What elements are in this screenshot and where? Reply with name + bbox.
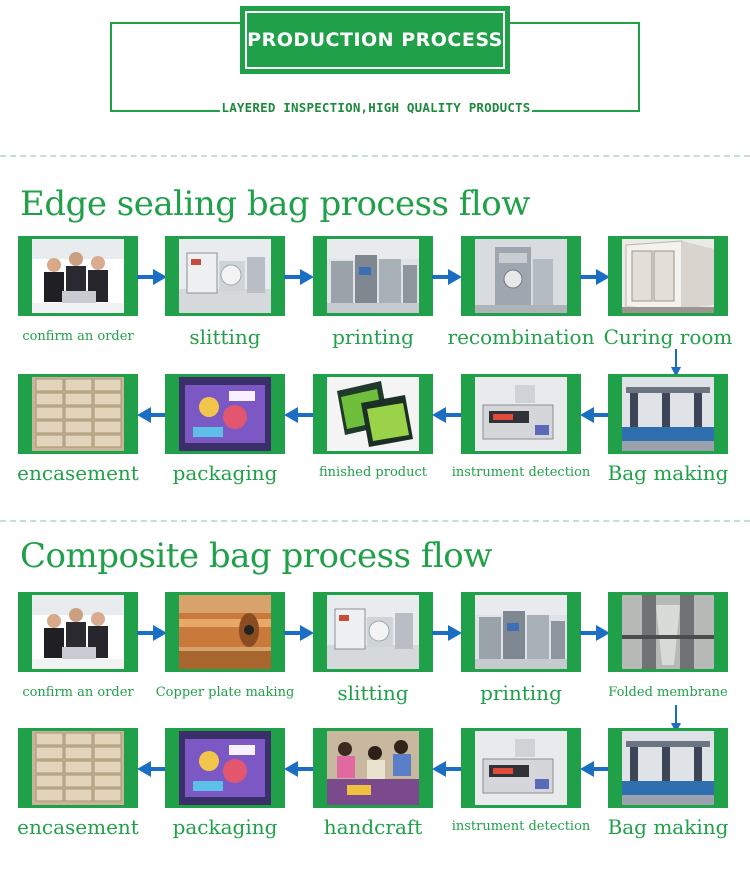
testing-instrument-photo bbox=[475, 377, 567, 451]
testing-instrument-photo bbox=[475, 731, 567, 805]
flow-arrow-left-icon bbox=[432, 407, 462, 423]
laminating-machine-photo bbox=[475, 239, 567, 313]
process-step-image-bag-making-machine-photo bbox=[608, 728, 728, 808]
process-step-image-curing-room-photo bbox=[608, 236, 728, 316]
process-step-label: Folded membrane bbox=[608, 685, 728, 700]
copper-cylinder-photo bbox=[179, 595, 271, 669]
process-step-label: printing bbox=[480, 681, 562, 705]
office-team-photo bbox=[32, 239, 124, 313]
process-step-label: packaging bbox=[172, 461, 278, 485]
flow-arrow-left-icon bbox=[136, 407, 167, 423]
flow-arrow-right-icon bbox=[432, 269, 462, 285]
process-step-image-packaged-bags-photo bbox=[165, 728, 285, 808]
process-step-label: finished product bbox=[319, 465, 427, 480]
flow-arrow-left-icon bbox=[432, 761, 462, 777]
page-title: PRODUCTION PROCESS bbox=[247, 29, 503, 51]
process-step-label: handcraft bbox=[323, 815, 423, 839]
process-step-label: Bag making bbox=[607, 461, 729, 485]
process-step-label: encasement bbox=[17, 461, 139, 485]
packaged-bags-photo bbox=[179, 377, 271, 451]
flow-arrow-right-icon bbox=[432, 625, 462, 641]
curing-room-photo bbox=[622, 239, 714, 313]
slitting-machine-photo bbox=[327, 595, 419, 669]
process-step-image-slitting-machine-photo bbox=[165, 236, 285, 316]
process-step-label: recombination bbox=[447, 325, 595, 349]
process-step-label: encasement bbox=[17, 815, 139, 839]
process-step-label: packaging bbox=[172, 815, 278, 839]
process-step-image-folding-machine-photo bbox=[608, 592, 728, 672]
page-subtitle: LAYERED INSPECTION,HIGH QUALITY PRODUCTS bbox=[220, 100, 532, 115]
process-step-label: Bag making bbox=[607, 815, 729, 839]
stacked-cartons-photo bbox=[32, 731, 124, 805]
process-step-label: instrument detection bbox=[451, 819, 591, 834]
process-step-image-office-team-photo bbox=[18, 236, 138, 316]
flow-arrow-left-icon bbox=[284, 761, 314, 777]
stacked-cartons-photo bbox=[32, 377, 124, 451]
flow-arrow-right-icon bbox=[284, 269, 314, 285]
flow-arrow-right-icon bbox=[136, 269, 167, 285]
process-step-label: printing bbox=[332, 325, 414, 349]
flow-arrow-left-icon bbox=[579, 407, 610, 423]
flow-arrow-right-icon bbox=[136, 625, 167, 641]
workers-handcraft-photo bbox=[327, 731, 419, 805]
process-step-image-testing-instrument-photo bbox=[461, 374, 581, 454]
office-team-photo bbox=[32, 595, 124, 669]
process-step-image-slitting-machine-photo bbox=[313, 592, 433, 672]
flow-arrow-down-icon bbox=[671, 349, 681, 377]
process-step-image-office-team-photo bbox=[18, 592, 138, 672]
process-step-image-packaged-bags-photo bbox=[165, 374, 285, 454]
process-step-image-stacked-cartons-photo bbox=[18, 374, 138, 454]
printing-machine-photo bbox=[475, 595, 567, 669]
header-title-box: PRODUCTION PROCESS bbox=[240, 6, 510, 74]
section-title-composite: Composite bag process flow bbox=[20, 536, 492, 576]
packaged-bags-photo bbox=[179, 731, 271, 805]
flow-arrow-left-icon bbox=[284, 407, 314, 423]
flow-arrow-right-icon bbox=[579, 625, 610, 641]
flow-arrow-left-icon bbox=[136, 761, 167, 777]
process-step-image-workers-handcraft-photo bbox=[313, 728, 433, 808]
header-frame-line-right bbox=[510, 22, 640, 24]
process-step-label: confirm an order bbox=[22, 685, 134, 700]
process-step-image-finished-bags-photo bbox=[313, 374, 433, 454]
header-frame-line-left bbox=[110, 22, 240, 24]
process-step-image-copper-cylinder-photo bbox=[165, 592, 285, 672]
process-step-label: Curing room bbox=[603, 325, 733, 349]
section-divider-1 bbox=[0, 155, 750, 157]
bag-making-machine-photo bbox=[622, 731, 714, 805]
flow-arrow-left-icon bbox=[579, 761, 610, 777]
flow-arrow-right-icon bbox=[284, 625, 314, 641]
section-divider-2 bbox=[0, 520, 750, 522]
process-step-image-printing-machine-photo bbox=[461, 592, 581, 672]
finished-bags-photo bbox=[327, 377, 419, 451]
process-step-label: confirm an order bbox=[22, 329, 134, 344]
process-step-image-testing-instrument-photo bbox=[461, 728, 581, 808]
process-step-label: slitting bbox=[189, 325, 261, 349]
section-title-edge-sealing: Edge sealing bag process flow bbox=[20, 184, 530, 224]
bag-making-machine-photo bbox=[622, 377, 714, 451]
process-step-image-laminating-machine-photo bbox=[461, 236, 581, 316]
process-step-label: instrument detection bbox=[451, 465, 591, 480]
folding-machine-photo bbox=[622, 595, 714, 669]
slitting-machine-photo bbox=[179, 239, 271, 313]
process-step-image-printing-machine-photo bbox=[313, 236, 433, 316]
process-step-image-stacked-cartons-photo bbox=[18, 728, 138, 808]
flow-arrow-right-icon bbox=[579, 269, 610, 285]
header-title-inner: PRODUCTION PROCESS bbox=[245, 11, 505, 69]
process-step-label: Copper plate making bbox=[155, 685, 295, 700]
process-step-label: slitting bbox=[337, 681, 409, 705]
process-step-image-bag-making-machine-photo bbox=[608, 374, 728, 454]
printing-machine-photo bbox=[327, 239, 419, 313]
